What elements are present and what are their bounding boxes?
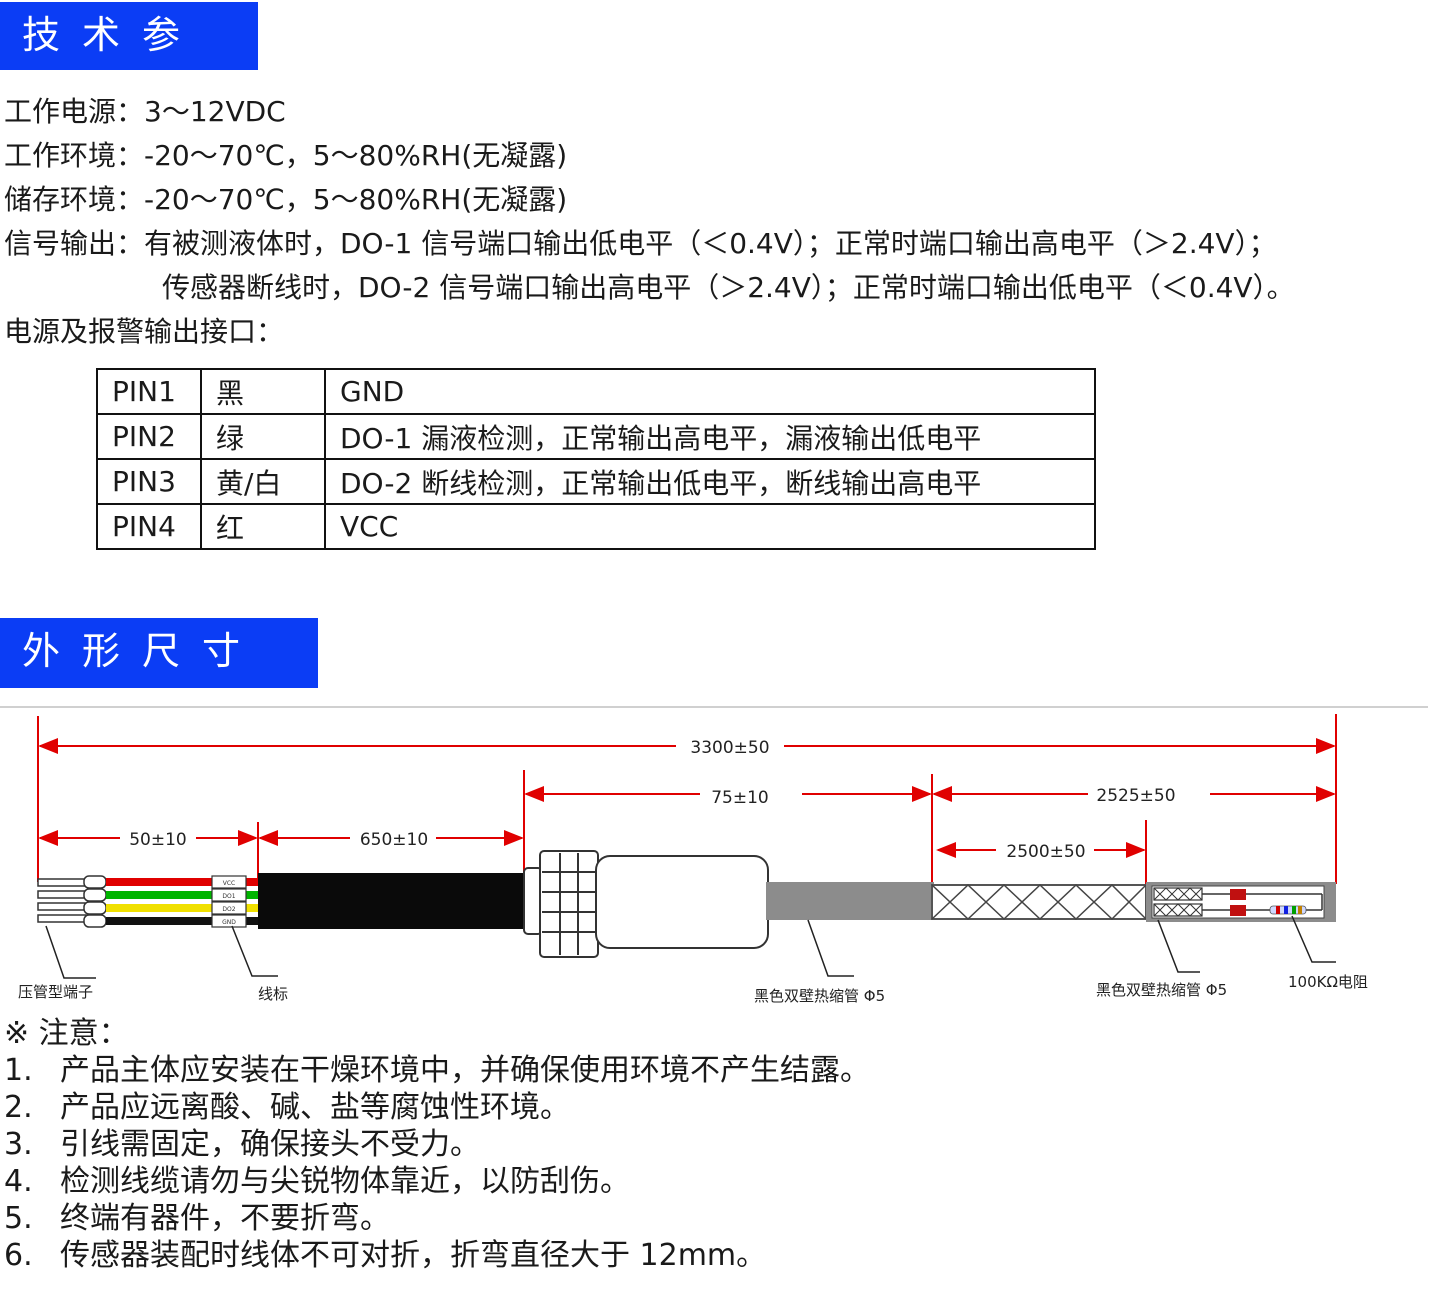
dim-braid-text: 2500±50: [1006, 842, 1085, 862]
note-text: 传感器装配时线体不可对折，折弯直径大于 12mm。: [60, 1238, 767, 1273]
note-number: 1.: [4, 1053, 33, 1088]
spec-operating-env: 工作环境：-20～70℃，5～80%RH(无凝露): [4, 139, 568, 172]
crimp-terminals: [37, 875, 107, 928]
table-row: PIN1 黑 GND: [96, 368, 1096, 415]
spec-storage-env: 储存环境：-20～70℃，5～80%RH(无凝露): [4, 183, 568, 216]
wire-mark-text: GND: [222, 919, 236, 926]
extension-lines: [37, 714, 1337, 888]
dim-terminal-text: 50±10: [129, 830, 187, 850]
list-item: 2. 产品应远离酸、碱、盐等腐蚀性环境。: [4, 1089, 870, 1126]
resistor: [1269, 905, 1307, 915]
note-number: 3.: [4, 1127, 33, 1162]
list-item: 5. 终端有器件，不要折弯。: [4, 1200, 870, 1237]
note-number: 6.: [4, 1238, 33, 1273]
note-text: 引线需固定，确保接头不受力。: [60, 1127, 480, 1162]
note-text: 终端有器件，不要折弯。: [60, 1201, 390, 1236]
label-resistor: 100KΩ电阻: [1288, 973, 1368, 991]
dim-tail-text: 2525±50: [1096, 786, 1175, 806]
black-jacket: [258, 873, 526, 929]
pin-cell: PIN3: [96, 458, 202, 505]
pin-desc-cell: DO-2 断线检测，正常输出低电平，断线输出高电平: [324, 458, 1096, 505]
note-number: 5.: [4, 1201, 33, 1236]
list-item: 6. 传感器装配时线体不可对折，折弯直径大于 12mm。: [4, 1237, 870, 1274]
spec-power: 工作电源：3～12VDC: [4, 95, 286, 128]
table-row: PIN2 绿 DO-1 漏液检测，正常输出高电平，漏液输出低电平: [96, 413, 1096, 460]
note-text: 产品应远离酸、碱、盐等腐蚀性环境。: [60, 1090, 570, 1125]
label-heat-shrink-1: 黑色双壁热缩管 Φ5: [754, 987, 885, 1005]
dimension-drawing: 3300±50 75±10 2525±50 2500±50 50±10 650±…: [18, 714, 1368, 1005]
wire-color-cell: 绿: [200, 413, 326, 460]
section-title-dimensions: 外形尺寸图: [0, 618, 318, 739]
dim-total-text: 3300±50: [690, 738, 769, 758]
cable-gland: [523, 850, 769, 958]
pin-cell: PIN2: [96, 413, 202, 460]
dim-jacket-text: 650±10: [360, 830, 428, 850]
braided-sheath: [931, 883, 1147, 921]
wire-markers: [211, 875, 247, 928]
pin-cell: PIN4: [96, 503, 202, 550]
spec-signal-line1: 信号输出：有被测液体时，DO-1 信号端口输出低电平（＜0.4V）；正常时端口输…: [4, 227, 1277, 260]
note-text: 产品主体应安装在干燥环境中，并确保使用环境不产生结露。: [60, 1053, 870, 1088]
wire-color-cell: 黑: [200, 368, 326, 415]
table-row: PIN4 红 VCC: [96, 503, 1096, 550]
heat-shrink-end: [1146, 882, 1336, 922]
wire-mark-text: DO1: [222, 893, 235, 900]
dim-gland-text: 75±10: [711, 788, 769, 808]
note-number: 4.: [4, 1164, 33, 1199]
pin-cell: PIN1: [96, 368, 202, 415]
notes-title: ※ 注意：: [4, 1016, 129, 1051]
label-wire-marker: 线标: [258, 985, 288, 1003]
colored-wires: [106, 878, 258, 925]
pin-table: PIN1 黑 GND PIN2 绿 DO-1 漏液检测，正常输出高电平，漏液输出…: [96, 368, 1096, 550]
divider: [0, 706, 1428, 708]
pin-desc-cell: GND: [324, 368, 1096, 415]
wire-color-cell: 黄/白: [200, 458, 326, 505]
leader-lines: [45, 915, 1336, 979]
wire-mark-text: DO2: [222, 906, 235, 913]
list-item: 3. 引线需固定，确保接头不受力。: [4, 1126, 870, 1163]
spec-signal-line2: 传感器断线时，DO-2 信号端口输出高电平（＞2.4V）；正常时端口输出低电平（…: [162, 271, 1295, 304]
section-title-tech-params: 技术参数: [0, 2, 258, 123]
list-item: 1. 产品主体应安装在干燥环境中，并确保使用环境不产生结露。: [4, 1052, 870, 1089]
note-number: 2.: [4, 1090, 33, 1125]
pin-desc-cell: VCC: [324, 503, 1096, 550]
pin-desc-cell: DO-1 漏液检测，正常输出高电平，漏液输出低电平: [324, 413, 1096, 460]
table-row: PIN3 黄/白 DO-2 断线检测，正常输出低电平，断线输出高电平: [96, 458, 1096, 505]
wire-mark-text: VCC: [223, 880, 235, 887]
grey-cable: [766, 882, 934, 920]
wire-color-cell: 红: [200, 503, 326, 550]
notes: ※ 注意： 1. 产品主体应安装在干燥环境中，并确保使用环境不产生结露。 2. 产品…: [4, 1016, 870, 1274]
label-heat-shrink-2: 黑色双壁热缩管 Φ5: [1096, 981, 1227, 999]
spec-interface-title: 电源及报警输出接口：: [4, 315, 285, 348]
note-text: 检测线缆请勿与尖锐物体靠近，以防刮伤。: [60, 1164, 630, 1199]
label-crimp-terminal: 压管型端子: [18, 983, 93, 1001]
list-item: 4. 检测线缆请勿与尖锐物体靠近，以防刮伤。: [4, 1163, 870, 1200]
